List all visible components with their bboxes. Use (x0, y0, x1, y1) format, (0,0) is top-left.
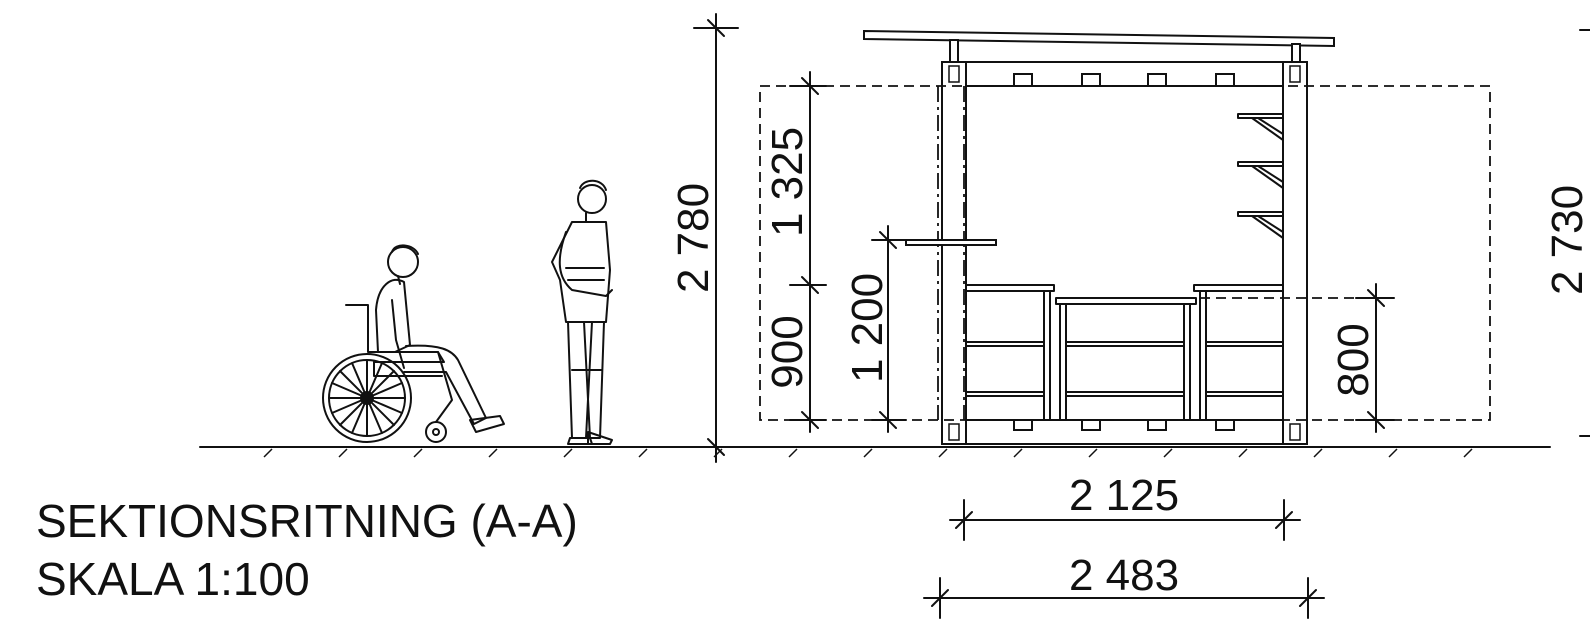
dim-label-upper-section: 1 325 (763, 127, 812, 237)
wheelchair-user-icon (322, 244, 505, 443)
drawing-scale: SKALA 1:100 (36, 553, 310, 605)
dimension-counter-height: 1 200 (843, 225, 907, 433)
frame (941, 61, 1308, 445)
dim-label-lower-section: 900 (763, 315, 812, 388)
drawing-title: SEKTIONSRITNING (A-A) (36, 495, 578, 547)
dimension-right-height: 800 (1329, 283, 1395, 433)
dim-label-outer-width: 2 483 (1069, 551, 1179, 600)
dimension-right-edge: 2 730 (1543, 29, 1590, 437)
dim-label-counter-height: 1 200 (843, 273, 892, 383)
dim-label-overall-height: 2 780 (669, 183, 718, 293)
roof (863, 29, 1335, 63)
dimension-overall-height: 2 780 (669, 13, 739, 463)
dimension-outer-width: 2 483 (923, 551, 1325, 619)
furniture-units (965, 284, 1284, 421)
dimension-inner-width: 2 125 (949, 471, 1301, 541)
counter-shelf (905, 239, 997, 246)
dim-label-inner-width: 2 125 (1069, 471, 1179, 520)
dimension-left-chain: 1 325 900 (763, 71, 827, 433)
wall-shelves (1237, 113, 1284, 239)
dim-label-right-edge-height: 2 730 (1543, 185, 1590, 295)
standing-person-icon (551, 179, 613, 445)
title-block: SEKTIONSRITNING (A-A) SKALA 1:100 (36, 492, 578, 608)
dim-label-right-height: 800 (1329, 323, 1378, 396)
ground-line (199, 446, 1551, 458)
